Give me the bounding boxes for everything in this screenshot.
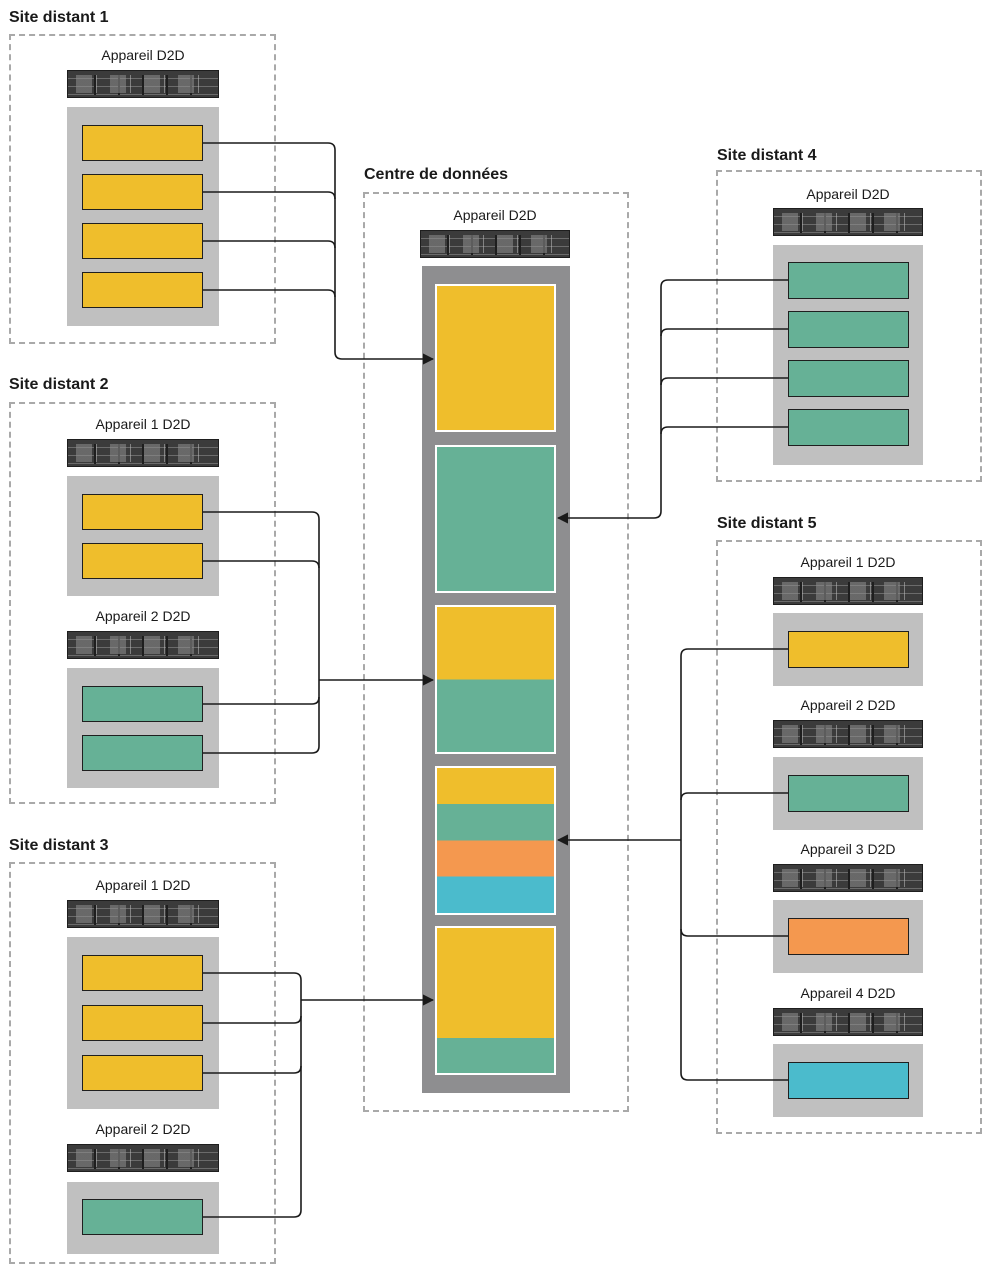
site3-appliance2-icon: [67, 1144, 219, 1172]
site5-appliance2-label: Appareil 2 D2D: [800, 697, 896, 713]
site2-frame: [9, 402, 276, 804]
site1-title: Site distant 1: [9, 9, 109, 26]
datacenter-block-4: [435, 766, 556, 915]
site3-appliance1-icon: [67, 900, 219, 928]
site5-appliance2-icon: [773, 720, 923, 748]
site1-cartridge: [82, 272, 203, 308]
site3-cartridge: [82, 1055, 203, 1091]
site2-cartridge: [82, 735, 203, 771]
site5-cartridge: [788, 775, 909, 812]
site5-appliance4-label: Appareil 4 D2D: [800, 985, 896, 1001]
site4-cartridge: [788, 409, 909, 446]
site2-cartridge: [82, 494, 203, 530]
link-site1: [203, 142, 435, 365]
site5-title: Site distant 5: [717, 515, 817, 532]
datacenter-block-5: [435, 926, 556, 1075]
site5-appliance3-icon: [773, 864, 923, 892]
site4-appliance-icon: [773, 208, 923, 236]
site3-cartridge: [82, 1005, 203, 1041]
site4-appliance-label: Appareil D2D: [806, 186, 890, 202]
site3-appliance2-label: Appareil 2 D2D: [95, 1121, 191, 1137]
site1-appliance-label: Appareil D2D: [101, 47, 185, 63]
site3-cartridge: [82, 955, 203, 991]
site1-frame: [9, 34, 276, 344]
site2-cartridge: [82, 543, 203, 579]
site5-appliance1-label: Appareil 1 D2D: [800, 554, 896, 570]
site2-appliance2-label: Appareil 2 D2D: [95, 608, 191, 624]
site2-appliance1-label: Appareil 1 D2D: [95, 416, 191, 432]
site4-cartridge: [788, 360, 909, 397]
site5-cartridge: [788, 1062, 909, 1099]
site3-title: Site distant 3: [9, 837, 109, 854]
site2-cartridge: [82, 686, 203, 722]
site5-cartridge: [788, 631, 909, 668]
site1-cartridge: [82, 125, 203, 161]
site4-cartridge: [788, 262, 909, 299]
site4-title: Site distant 4: [717, 147, 817, 164]
datacenter-appliance-label: Appareil D2D: [453, 207, 537, 223]
datacenter-block-3: [435, 605, 556, 754]
link-site3: [203, 972, 302, 1218]
site5-cartridge: [788, 918, 909, 955]
link-site4: [556, 279, 788, 524]
site5-appliance3-label: Appareil 3 D2D: [800, 841, 896, 857]
site1-cartridge: [82, 174, 203, 210]
site4-frame: [716, 170, 982, 482]
datacenter-block-1: [435, 284, 556, 432]
datacenter-appliance-icon: [420, 230, 570, 258]
datacenter-title: Centre de données: [364, 166, 509, 183]
site5-frame: [716, 540, 982, 1134]
link-site5: [680, 648, 788, 1081]
site5-appliance1-icon: [773, 577, 923, 605]
site2-appliance2-icon: [67, 631, 219, 659]
datacenter-frame: [363, 192, 629, 1112]
site3-frame: [9, 862, 276, 1264]
site5-appliance4-icon: [773, 1008, 923, 1036]
site4-cartridge: [788, 311, 909, 348]
site1-appliance-icon: [67, 70, 219, 98]
site2-appliance1-icon: [67, 439, 219, 467]
site3-appliance1-label: Appareil 1 D2D: [95, 877, 191, 893]
datacenter-block-2: [435, 445, 556, 593]
site3-cartridge: [82, 1199, 203, 1235]
site1-cartridge: [82, 223, 203, 259]
link-site2: [203, 511, 320, 754]
site2-title: Site distant 2: [9, 376, 109, 393]
